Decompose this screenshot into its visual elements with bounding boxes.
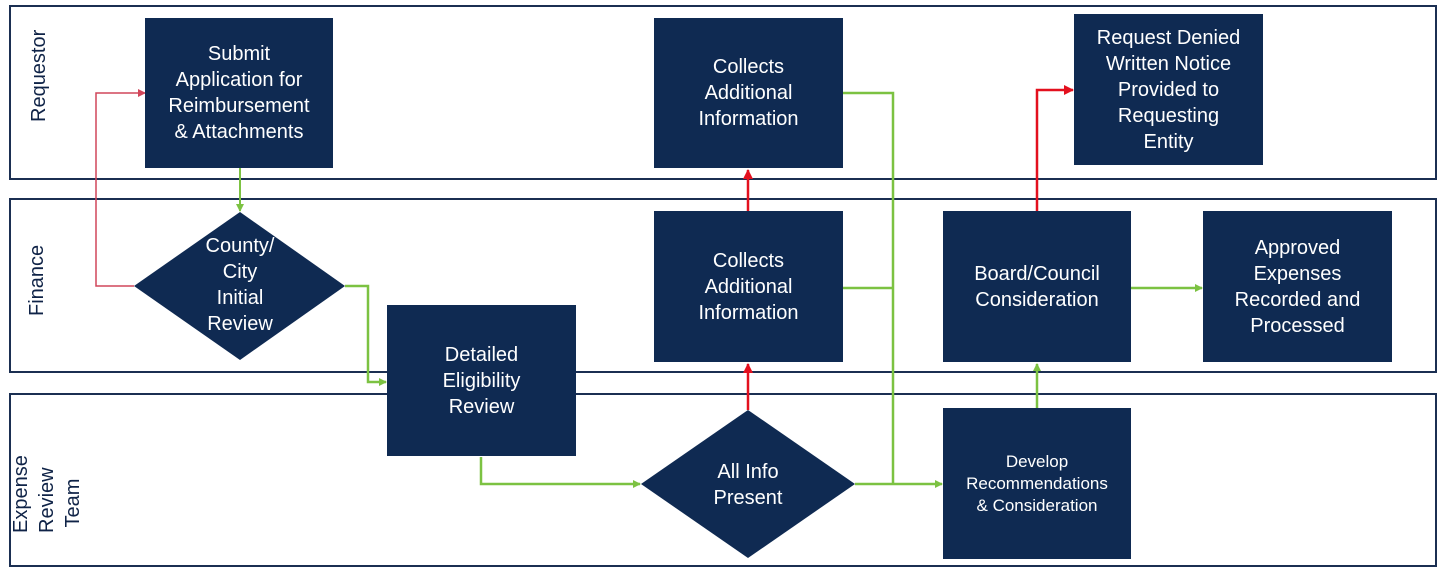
all-info-diamond	[641, 410, 855, 558]
arrow-collects-top-to-develop	[843, 91, 895, 484]
arrow-review-to-detailed	[345, 284, 387, 386]
node-initial-review: County/ City Initial Review	[205, 235, 275, 335]
node-develop-recommendations: Develop Recommendations & Consideration	[943, 408, 1131, 559]
node-collects-info-finance: Collects Additional Information	[654, 211, 843, 362]
node-approved-expenses: Approved Expenses Recorded and Processed	[1203, 211, 1392, 362]
node-board-council: Board/Council Consideration	[943, 211, 1131, 362]
arrow-review-to-submit	[95, 89, 146, 287]
node-all-info-present: All Info Present	[713, 461, 783, 509]
node-collects-info-requestor: Collects Additional Information	[654, 18, 843, 168]
initial-review-diamond	[134, 212, 345, 360]
arrow-detailed-to-allinfo	[479, 457, 641, 488]
node-request-denied: Request Denied Written Notice Provided t…	[1074, 14, 1263, 165]
node-submit-application: Submit Application for Reimbursement & A…	[145, 18, 333, 168]
node-detailed-eligibility: Detailed Eligibility Review	[387, 305, 576, 456]
arrow-board-to-denied	[1035, 85, 1074, 211]
